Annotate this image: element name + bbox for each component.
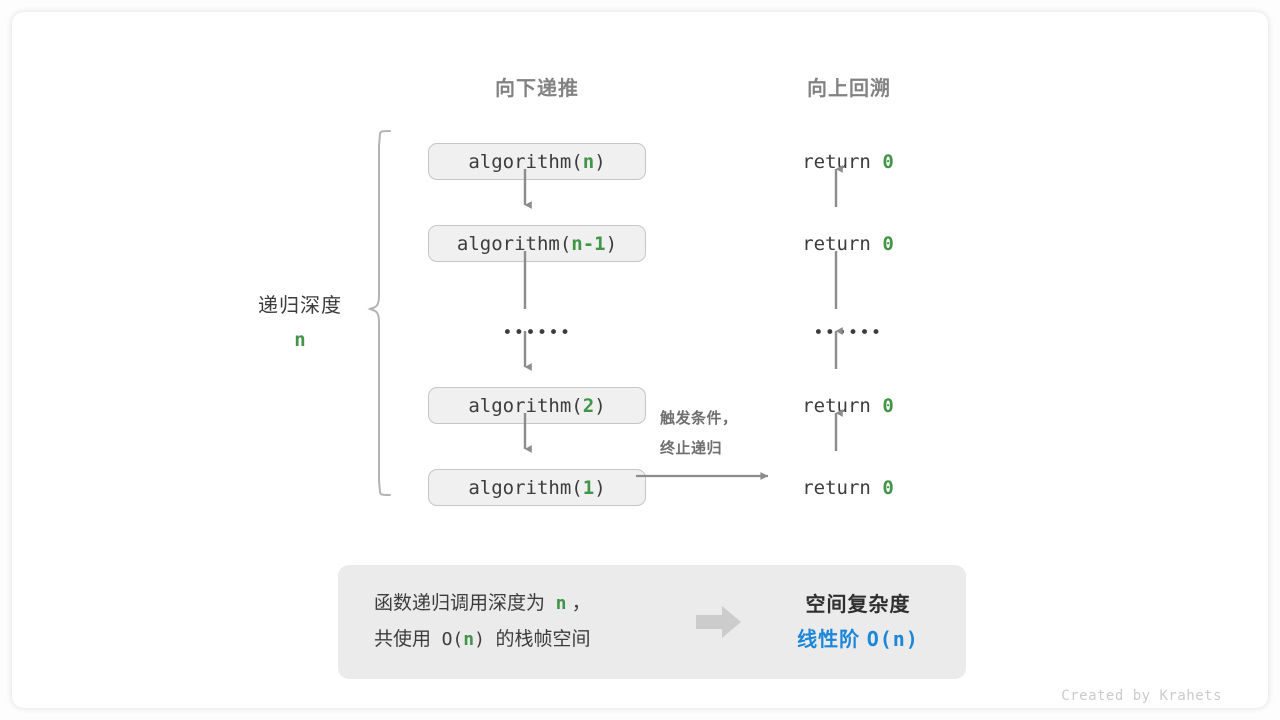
summary-box: 函数递归调用深度为 n ， 共使用 O(n) 的栈帧空间 空间复杂度 线性阶 O… (338, 565, 966, 679)
call-box-n-minus-1[interactable]: algorithm(n-1) (428, 225, 646, 262)
return-value: 0 (882, 477, 894, 499)
ellipsis-dots-right: •••••• (813, 323, 883, 343)
trigger-condition-line1: 触发条件， (660, 410, 738, 427)
trigger-condition-label: 触发条件， 终止递归 (660, 404, 780, 464)
call-box-n[interactable]: algorithm(n) (428, 143, 646, 180)
trigger-condition-line2: 终止递归 (660, 440, 723, 457)
return-statement-1: return 0 (738, 151, 958, 173)
summary-left-text: 函数递归调用深度为 n ， 共使用 O(n) 的栈帧空间 (374, 586, 674, 658)
return-value: 0 (882, 233, 894, 255)
call-box-suffix: ) (605, 232, 618, 255)
call-box-arg: n (582, 150, 595, 173)
diagram-card: 向下递推 向上回溯 递归深度 n algorithm(n) algorithm(… (12, 12, 1268, 708)
call-box-2[interactable]: algorithm(2) (428, 387, 646, 424)
call-box-prefix: algorithm( (468, 150, 583, 173)
column-header-descend: 向下递推 (495, 78, 579, 100)
space-complexity-title: 空间复杂度 (805, 593, 911, 616)
summary-right-text: 空间复杂度 线性阶 O(n) (770, 588, 966, 657)
call-box-prefix: algorithm( (468, 476, 583, 499)
summary-line1-n: n (555, 593, 567, 614)
summary-line2-n: n (463, 629, 475, 650)
return-value: 0 (882, 395, 894, 417)
summary-line-1: 函数递归调用深度为 n ， (374, 586, 674, 622)
call-box-arg: 1 (582, 476, 595, 499)
return-statement-3: return 0 (738, 395, 958, 417)
recursion-depth-text: 递归深度 (258, 295, 342, 317)
call-box-arg: n-1 (571, 232, 606, 255)
call-box-suffix: ) (594, 394, 606, 417)
ellipsis-dots-left: •••••• (502, 323, 572, 343)
column-header-ascend: 向上回溯 (807, 78, 891, 100)
return-statement-2: return 0 (738, 233, 958, 255)
summary-line-2: 共使用 O(n) 的栈帧空间 (374, 622, 674, 658)
credit-text: Created by Krahets (1061, 688, 1222, 704)
return-keyword: return (802, 151, 871, 173)
space-complexity-order: 线性阶 (797, 628, 861, 651)
call-box-arg: 2 (582, 394, 595, 417)
summary-line2-bigo-open: O( (441, 629, 464, 650)
call-box-suffix: ) (594, 476, 606, 499)
call-box-suffix: ) (594, 150, 606, 173)
space-complexity-value: 线性阶 O(n) (770, 622, 946, 657)
recursion-depth-label: 递归深度 n (202, 292, 398, 354)
return-statement-4: return 0 (738, 477, 958, 499)
summary-line1-text-b: ， (571, 593, 591, 614)
space-complexity-bigo: O(n) (866, 626, 919, 651)
summary-line2-bigo-close: ) (474, 629, 485, 650)
summary-line2-text-a: 共使用 (374, 629, 432, 650)
call-box-prefix: algorithm( (456, 232, 572, 255)
right-arrow-icon (696, 606, 741, 638)
return-keyword: return (802, 233, 871, 255)
return-keyword: return (802, 395, 871, 417)
summary-line1-text-a: 函数递归调用深度为 (374, 593, 546, 614)
call-box-prefix: algorithm( (468, 394, 583, 417)
summary-line2-text-b: 的栈帧空间 (495, 629, 591, 650)
recursion-depth-value: n (294, 329, 306, 351)
return-value: 0 (882, 151, 894, 173)
call-box-1[interactable]: algorithm(1) (428, 469, 646, 506)
return-keyword: return (802, 477, 871, 499)
